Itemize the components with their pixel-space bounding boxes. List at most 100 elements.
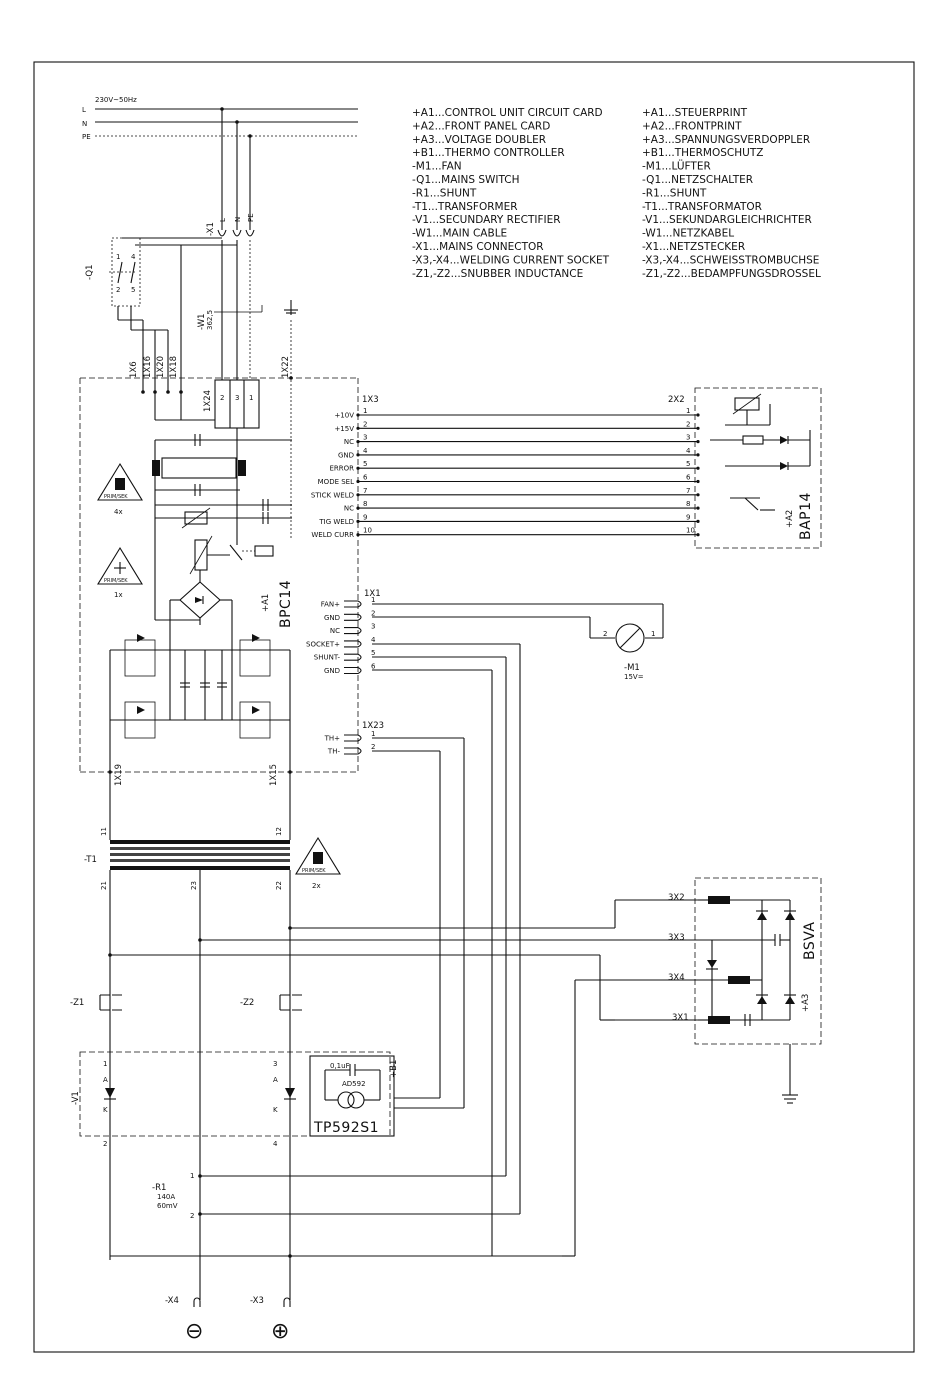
pin-number-1x3: 8	[363, 500, 367, 508]
w1-label: -W1	[197, 313, 207, 330]
plug-contact	[344, 613, 362, 621]
svg-text:2: 2	[103, 1140, 107, 1148]
svg-text:5: 5	[131, 286, 135, 294]
pin-dot	[696, 426, 700, 430]
q1-label: -Q1	[85, 265, 95, 280]
legend-en-item: +A1...CONTROL UNIT CIRCUIT CARD	[412, 107, 603, 119]
legend-en-item: +A2...FRONT PANEL CARD	[412, 120, 550, 132]
pin-number-2x2: 1	[686, 407, 690, 415]
svg-text:2: 2	[116, 286, 120, 294]
b1-board-name: TP592S1	[313, 1120, 379, 1136]
legend-de-item: +A2...FRONTPRINT	[642, 120, 742, 132]
line-n-label: N	[82, 120, 87, 128]
svg-text:2X2: 2X2	[668, 395, 685, 405]
plug-contact	[344, 640, 362, 648]
svg-text:L: L	[219, 218, 227, 222]
svg-text:3X2: 3X2	[668, 893, 685, 903]
svg-text:AD592: AD592	[342, 1080, 366, 1088]
front-panel-a2: +A2 BAP14	[694, 387, 822, 549]
svg-text:1x: 1x	[114, 591, 123, 599]
svg-text:2: 2	[190, 1212, 194, 1220]
pin-label-1x3: TIG WELD	[318, 518, 354, 526]
svg-text:1X6: 1X6	[129, 361, 139, 378]
legend-en-item: +A3...VOLTAGE DOUBLER	[412, 134, 546, 146]
legend-de-item: -X1...NETZSTECKER	[642, 241, 745, 253]
plug-contact	[344, 747, 362, 755]
pin-label-1x3: ERROR	[329, 465, 354, 473]
plus-socket-symbol: ⊕	[271, 1319, 289, 1344]
pin-number-1x3: 5	[363, 460, 367, 468]
pin-number-1x3: 9	[363, 513, 367, 521]
pin-number-1x3: 3	[363, 434, 367, 442]
terminal-1x24	[214, 379, 260, 429]
pin-label-1x1: GND	[324, 614, 340, 622]
pin-number-1x23: 2	[371, 743, 375, 751]
shunt-r1: 1 2 -R1 140A 60mV	[110, 1172, 562, 1258]
welding-sockets: -X4 -X3 ⊖ ⊕	[165, 1296, 291, 1344]
x3-label: -X3	[250, 1296, 264, 1306]
svg-text:12: 12	[275, 827, 283, 836]
pin-number-1x1: 1	[371, 596, 375, 604]
a2-board-name: BAP14	[798, 492, 814, 540]
legend-en-item: -W1...MAIN CABLE	[412, 228, 507, 240]
svg-text:1X18: 1X18	[169, 356, 179, 378]
svg-text:1X20: 1X20	[156, 356, 166, 378]
pin-number-1x1: 6	[371, 663, 376, 671]
svg-text:1X16: 1X16	[143, 356, 153, 378]
mains-switch-q1: -Q1 1 4 2 5	[85, 237, 237, 392]
pin-number-1x3: 7	[363, 487, 367, 495]
svg-text:PRIM/SEK: PRIM/SEK	[302, 868, 326, 874]
t1-label: -T1	[84, 855, 97, 865]
pin-number-2x2: 6	[686, 474, 691, 482]
svg-text:60mV: 60mV	[157, 1202, 178, 1210]
svg-text:23: 23	[190, 881, 198, 890]
pin-number-1x1: 3	[371, 623, 375, 631]
mains-connector-x1: -X1 L N PE -W1 362,5	[197, 213, 298, 380]
svg-text:K: K	[103, 1106, 108, 1114]
svg-text:3: 3	[235, 394, 239, 402]
legend-en-item: -Z1,-Z2...SNUBBER INDUCTANCE	[412, 268, 583, 280]
legend-en-item: -X3,-X4...WELDING CURRENT SOCKET	[412, 254, 610, 266]
pin-number-2x2: 2	[686, 420, 690, 428]
sheet-border	[33, 61, 915, 1353]
legend-de-item: -Q1...NETZSCHALTER	[642, 174, 753, 186]
pin-label-1x1: SHUNT-	[314, 654, 341, 662]
svg-text:-Z1: -Z1	[70, 998, 84, 1008]
legend-en-item: -X1...MAINS CONNECTOR	[412, 241, 544, 253]
pin-label-1x1: FAN+	[321, 601, 340, 609]
legend-en-item: -Q1...MAINS SWITCH	[412, 174, 520, 186]
svg-text:1: 1	[103, 1060, 107, 1068]
legend-de-item: -M1...LÜFTER	[642, 160, 711, 173]
legend-de-item: -T1...TRANSFORMATOR	[642, 201, 762, 213]
svg-text:1: 1	[190, 1172, 194, 1180]
pin-number-1x1: 5	[371, 649, 375, 657]
plug-contact	[344, 627, 362, 635]
prim-sek-badge-1x: PRIM/SEK 1x	[97, 546, 143, 599]
pin-number-2x2: 7	[686, 487, 690, 495]
svg-text:1X24: 1X24	[203, 390, 213, 412]
legend-german: +A1...STEUERPRINT+A2...FRONTPRINT +A3...S…	[642, 107, 821, 280]
svg-text:1X23: 1X23	[362, 721, 384, 731]
svg-text:-Z2: -Z2	[240, 998, 254, 1008]
svg-text:2x: 2x	[312, 882, 321, 890]
pin-number-1x3: 1	[363, 407, 367, 415]
legend-de-item: +A1...STEUERPRINT	[642, 107, 748, 119]
legend-de-item: +A3...SPANNUNGSVERDOPPLER	[642, 134, 810, 146]
legend-de-item: +B1...THERMOSCHUTZ	[642, 147, 763, 159]
plug-contact	[344, 653, 362, 661]
snubber-inductors: -Z1 -Z2	[70, 994, 302, 1011]
pin-label-1x3: NC	[344, 505, 354, 513]
secondary-rectifier-v1: -V1 1 3 2 4 A K A K	[71, 1051, 391, 1148]
pin-label-1x3: +15V	[334, 425, 354, 433]
plug-contact	[344, 600, 362, 608]
svg-text:1X3: 1X3	[362, 395, 379, 405]
pin-dot	[696, 466, 700, 470]
svg-text:4: 4	[131, 253, 136, 261]
svg-text:+A3: +A3	[801, 994, 811, 1012]
svg-text:+B1: +B1	[389, 1060, 399, 1078]
a3-board-name: BSVA	[802, 921, 818, 960]
svg-text:PRIM/SEK: PRIM/SEK	[104, 494, 128, 500]
svg-text:1X15: 1X15	[269, 764, 279, 786]
